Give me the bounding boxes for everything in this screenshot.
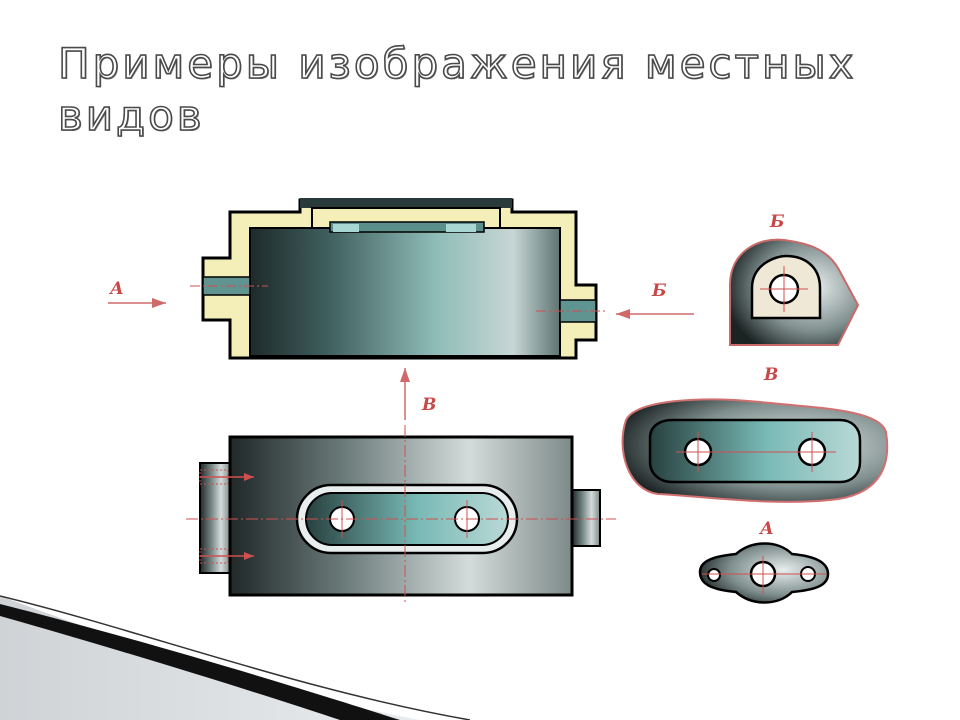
decor-swoosh xyxy=(0,595,471,720)
local-view-v: В xyxy=(621,365,889,503)
slide-title: Примеры изображения местных видов xyxy=(57,38,857,141)
view-arrow-v: В xyxy=(400,368,436,420)
label-arrow-b: Б xyxy=(651,281,667,301)
label-view-b: Б xyxy=(769,212,785,232)
left-marker-arrows xyxy=(199,469,254,564)
view-arrow-b: Б xyxy=(616,281,694,319)
front-section-view xyxy=(190,198,606,360)
label-view-a: А xyxy=(758,519,774,539)
top-view xyxy=(186,425,616,605)
local-view-a: А xyxy=(698,519,830,604)
view-arrow-a: А xyxy=(108,279,166,308)
label-arrow-a: А xyxy=(108,279,124,299)
label-arrow-v: В xyxy=(421,395,436,415)
local-view-b: Б xyxy=(729,212,860,346)
label-view-v: В xyxy=(763,365,778,385)
